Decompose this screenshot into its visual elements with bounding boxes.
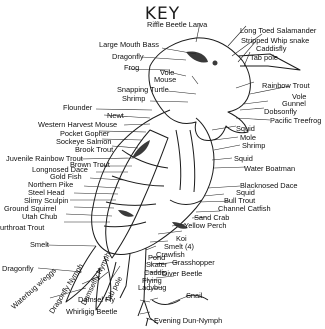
label-squid-middle: Squid — [234, 155, 253, 163]
label-flounder: Flounder — [63, 104, 92, 112]
label-dobsonfly: Dobsonfly — [264, 108, 297, 116]
label-squid-upper: Squid — [236, 125, 255, 133]
label-cutthroat-trout: urthroat Trout — [0, 224, 44, 232]
label-shrimp-right: Shrimp — [242, 142, 265, 150]
label-newt: Newt — [107, 112, 124, 120]
label-caddisfly: Caddisfly — [256, 45, 286, 53]
label-large-mouth-bass: Large Mouth Bass — [99, 41, 159, 49]
label-tab-pole-top: Tab pole — [250, 54, 278, 62]
label-smelt-left: Smelt — [30, 241, 49, 249]
label-mouse: Mouse — [154, 76, 176, 84]
label-damsel-fly: Damsel Fly — [78, 296, 115, 304]
label-water-boatman: Water Boatman — [244, 165, 295, 173]
label-brook-trout: Brook Trout — [75, 146, 113, 154]
label-grasshopper: Grasshopper — [172, 259, 215, 267]
label-riffle-beetle-larva: Riffle Beetle Larva — [147, 21, 207, 29]
label-rainbow-trout: Rainbow Trout — [262, 82, 310, 90]
label-evening-dun-nymph: Evening Dun-Nymph — [154, 317, 222, 325]
label-western-harvest-mouse: Western Harvest Mouse — [38, 121, 117, 129]
label-long-toed-salamander: Long Toed Salamander — [240, 27, 316, 35]
label-dragonfly-top: Dragonfly — [112, 53, 144, 61]
label-snapping-turtle: Snapping Turtle — [117, 86, 169, 94]
label-snail: Snail — [186, 292, 202, 300]
label-yellow-perch: Yellow Perch — [184, 222, 226, 230]
label-channel-catfish: Channel Catfish — [218, 205, 271, 213]
label-frog: Frog — [124, 64, 139, 72]
label-shrimp-upper: Shrimp — [122, 95, 145, 103]
heron-leg-back — [120, 254, 130, 298]
label-ladybug: Ladybug — [138, 284, 166, 292]
label-whirligig-beetle: Whirligig Beetle — [66, 308, 117, 316]
label-utah-chub: Utah Chub — [22, 213, 57, 221]
label-dragonfly-left: Dragonfly — [2, 265, 34, 273]
label-diver-beetle: Diver Beetle — [162, 270, 202, 278]
label-pacific-treefrog: Pacific Treefrog — [270, 117, 321, 125]
